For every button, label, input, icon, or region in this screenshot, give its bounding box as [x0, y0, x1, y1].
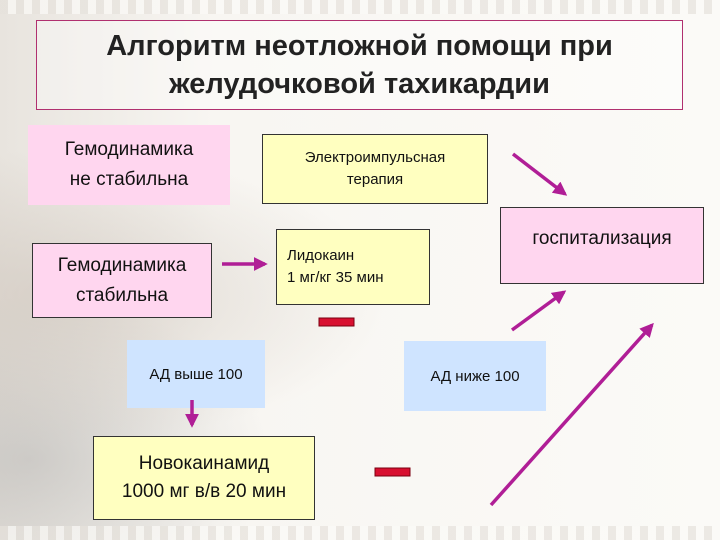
arrow-novocainamide-to-hospital: [489, 322, 654, 507]
box-hemodynamics-unstable: Гемодинамика не стабильна: [28, 125, 230, 205]
box-novocainamide: Новокаинамид 1000 мг в/в 20 мин: [93, 436, 315, 520]
box-bp-above-100: АД выше 100: [127, 340, 265, 408]
box-electroimpulse-therapy: Электроимпульсная терапия: [262, 134, 488, 204]
box-bp-below-100: АД ниже 100: [404, 341, 546, 411]
slide-title: Алгоритм неотложной помощи при желудочко…: [36, 20, 683, 110]
minus-sign-lidocaine: [318, 317, 355, 327]
box-hemodynamics-stable: Гемодинамика стабильна: [32, 243, 212, 318]
bottom-decor-strip: [0, 526, 720, 540]
arrow-electro-to-hospital: [511, 152, 568, 196]
top-decor-strip: [0, 0, 720, 14]
box-hospitalization: госпитализация: [500, 207, 704, 284]
box-lidocaine: Лидокаин 1 мг/кг 35 мин: [276, 229, 430, 305]
arrow-lidocaine-to-hospital: [510, 290, 567, 332]
minus-sign-novocainamide: [374, 467, 411, 477]
